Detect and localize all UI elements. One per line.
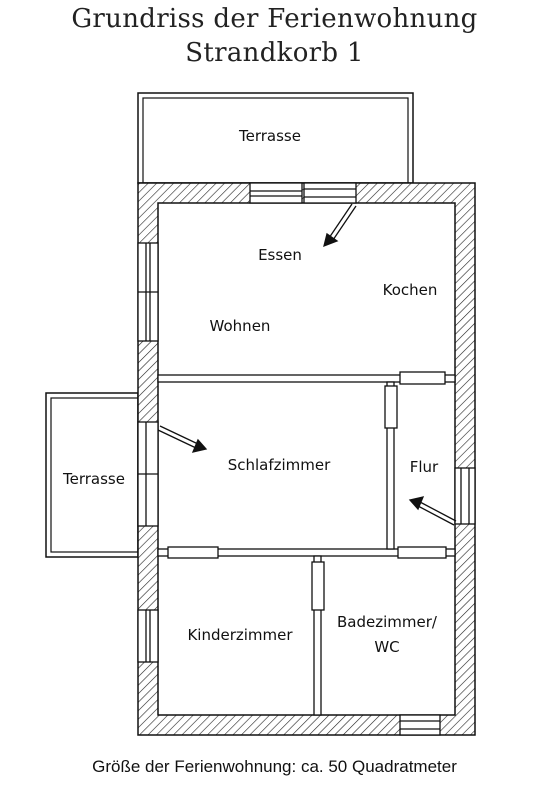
room-label-dining: Essen <box>258 246 302 264</box>
arrow-hallway <box>408 496 457 526</box>
room-label-living: Wohnen <box>210 317 271 335</box>
room-label-bathroom: Badezimmer/ <box>337 613 438 631</box>
door-terrace-left <box>137 421 159 527</box>
arrow-dining <box>323 203 357 248</box>
room-label-terrace-top: Terrasse <box>238 127 301 145</box>
size-caption: Größe der Ferienwohnung: ca. 50 Quadratm… <box>92 757 457 776</box>
arrow-bedroom <box>157 425 208 453</box>
windows <box>137 182 476 736</box>
plan-subtitle: Strandkorb 1 <box>185 38 364 68</box>
plan-title: Grundriss der Ferienwohnung <box>71 4 478 34</box>
room-label-wc: WC <box>374 638 399 656</box>
window-kids-room <box>137 609 159 663</box>
interior-walls <box>157 374 456 716</box>
room-label-kids-room: Kinderzimmer <box>187 626 293 644</box>
terrace-left <box>45 392 139 558</box>
room-label-kitchen: Kochen <box>383 281 438 299</box>
room-label-bedroom: Schlafzimmer <box>228 456 331 474</box>
window-bathroom <box>399 714 441 736</box>
window-living-left <box>137 242 159 342</box>
interior-doors <box>167 371 447 611</box>
entry-arrows <box>157 203 457 526</box>
entrance-door <box>454 467 476 525</box>
room-label-hallway: Flur <box>410 458 439 476</box>
room-label-terrace-left: Terrasse <box>62 470 125 488</box>
window-top-left <box>249 182 303 204</box>
window-top-right <box>303 182 357 204</box>
